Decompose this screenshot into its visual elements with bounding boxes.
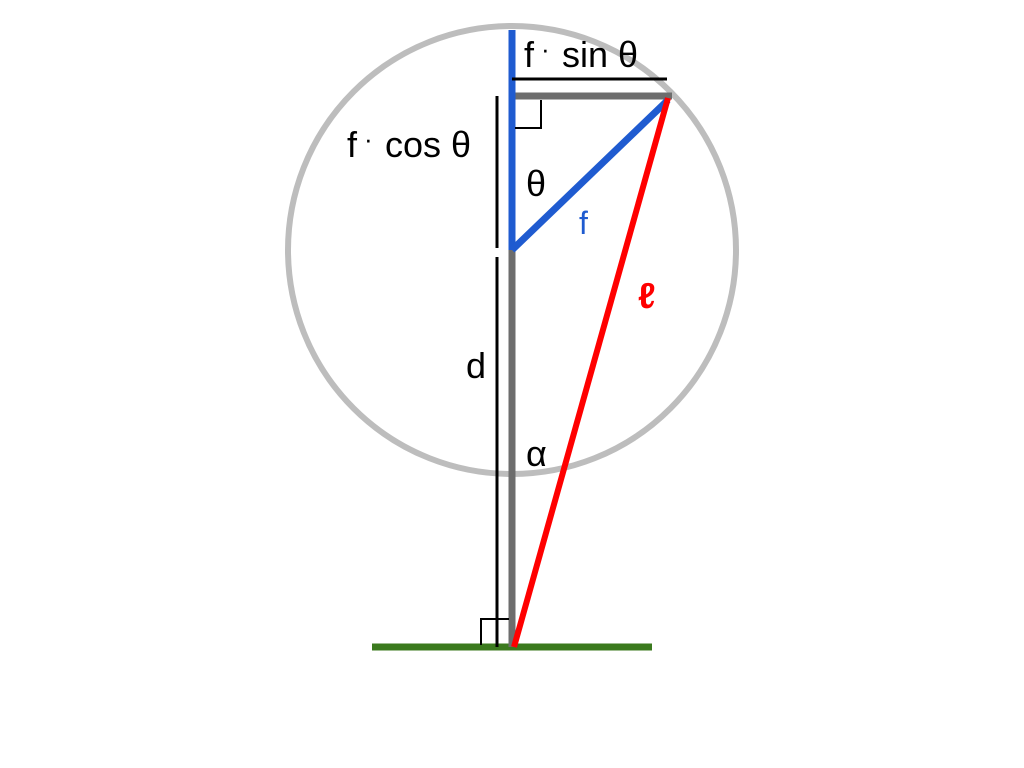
right-angle-marker-top (515, 100, 542, 129)
label-sin-dot: · (541, 34, 550, 64)
label-sin-rest: sin θ (562, 34, 638, 75)
red-line-ell (511, 97, 671, 648)
right-angle-marker-bottom (480, 618, 509, 645)
label-ell: ℓ (638, 275, 656, 316)
label-cos-rest: cos θ (385, 124, 471, 165)
label-sin-f: f (524, 34, 535, 75)
label-alpha: α (526, 433, 547, 474)
blue-hypotenuse-f (509, 97, 671, 253)
label-d: d (466, 345, 486, 386)
label-cos-f: f (347, 124, 358, 165)
label-cos-dot: · (364, 124, 373, 154)
label-f: f (579, 205, 588, 241)
label-theta: θ (526, 163, 546, 204)
